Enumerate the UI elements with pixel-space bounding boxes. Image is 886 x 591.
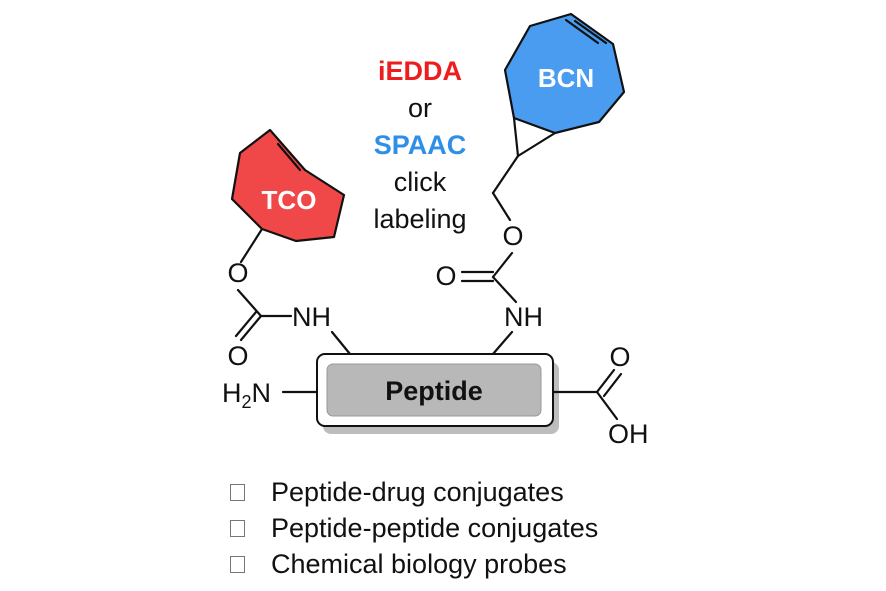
tco-to-o-bond xyxy=(239,227,264,264)
spaac-label: SPAAC xyxy=(374,130,467,160)
cyclopropane-bond-a xyxy=(512,116,520,158)
bcn-carbamate: O O NH xyxy=(435,154,543,356)
tco-double-bond xyxy=(276,142,302,172)
tco-group: TCO xyxy=(230,128,346,243)
iedda-label: iEDDA xyxy=(378,56,462,86)
ch2-to-o-bond xyxy=(491,191,512,222)
acid-hydroxyl: OH xyxy=(608,419,649,449)
acid-double-bond-b xyxy=(602,372,623,398)
application-item: Peptide-peptide conjugates xyxy=(230,510,598,546)
bullet-box-icon xyxy=(230,483,245,501)
peptide-box: Peptide xyxy=(316,353,559,434)
right-nh: NH xyxy=(504,302,543,332)
bullet-box-icon xyxy=(230,519,245,537)
bcn-carbonyl-oxygen: O xyxy=(435,261,456,291)
tco-carbamate: O O NH xyxy=(227,227,352,371)
reaction-labels: iEDDA or SPAAC click labeling xyxy=(373,56,466,234)
tco-ring xyxy=(230,128,346,243)
o-to-carbonyl-bond-right xyxy=(491,251,514,279)
c-terminus: O OH xyxy=(551,342,649,449)
bcn-triple-bond-a xyxy=(573,19,608,45)
o-to-carbonyl-bond xyxy=(236,288,263,318)
acid-double-bond-a xyxy=(595,368,616,394)
application-text: Chemical biology probes xyxy=(271,548,567,579)
h2n-n: N xyxy=(252,378,272,408)
application-text: Peptide-peptide conjugates xyxy=(271,512,599,543)
h2n-h: H xyxy=(222,378,242,408)
nh-to-peptide-right-bond xyxy=(491,330,514,356)
tco-ester-oxygen: O xyxy=(227,258,248,288)
application-item: Chemical biology probes xyxy=(230,546,598,582)
acid-to-oh-bond xyxy=(595,390,619,421)
bcn-ether-oxygen: O xyxy=(502,221,523,251)
h2n-subscript: 2 xyxy=(242,392,252,412)
left-nh: NH xyxy=(292,302,331,332)
nh-to-peptide-left-bond xyxy=(330,330,352,356)
application-item: Peptide-drug conjugates xyxy=(230,474,598,510)
labeling-label: labeling xyxy=(373,204,466,234)
click-label: click xyxy=(394,167,447,197)
tco-label: TCO xyxy=(262,185,317,215)
or-label: or xyxy=(408,93,432,123)
carbonyl-to-nh-bond-right xyxy=(491,275,518,304)
acid-carbonyl-oxygen: O xyxy=(609,342,630,372)
tco-carbonyl-oxygen: O xyxy=(227,341,248,371)
applications-list: Peptide-drug conjugates Peptide-peptide … xyxy=(230,474,598,582)
cyclopropane-bond-b xyxy=(516,131,557,158)
peptide-label: Peptide xyxy=(385,376,483,406)
bcn-triple-bond-b xyxy=(564,18,600,45)
carbonyl-double-bond-b xyxy=(234,310,258,338)
bcn-group: BCN xyxy=(503,12,626,158)
application-text: Peptide-drug conjugates xyxy=(271,476,564,507)
bcn-label: BCN xyxy=(538,63,594,93)
peptide-box-inner xyxy=(326,363,542,417)
carbonyl-double-bond-a xyxy=(239,314,263,342)
h2n-label: H2N xyxy=(222,378,271,412)
cyclopropane-to-ch2-bond xyxy=(491,154,520,195)
bullet-box-icon xyxy=(230,555,245,573)
n-terminus: H2N xyxy=(222,378,319,412)
